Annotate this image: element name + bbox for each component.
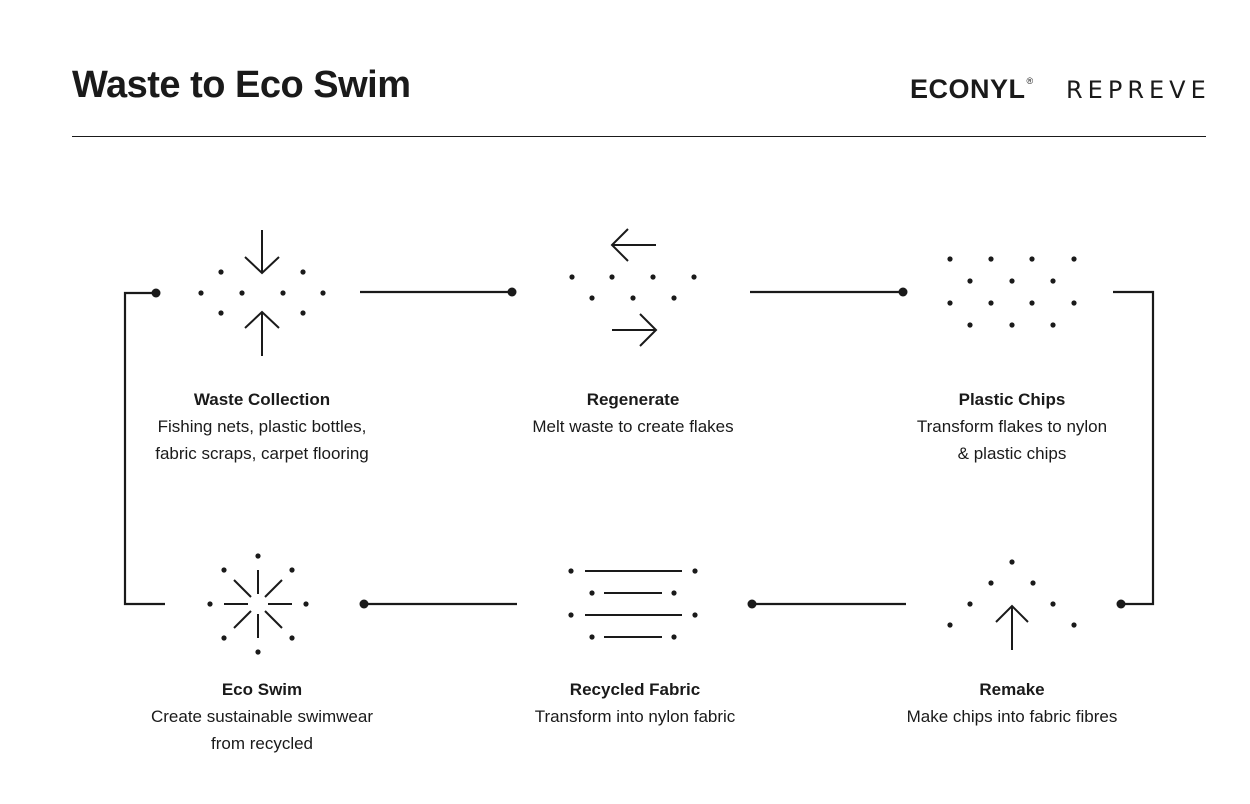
starburst-icon [207, 553, 309, 655]
up-arrow-dots-icon [947, 559, 1077, 650]
connector-waste-to-regenerate [360, 287, 517, 297]
connector-regenerate-to-chips [750, 287, 908, 297]
repreve-logo: REPREVE [1066, 76, 1211, 104]
connector-fabric-to-ecoswim [359, 599, 517, 609]
header-divider [72, 136, 1206, 137]
step-title: Remake [979, 680, 1045, 699]
econyl-logo: ECONYL® [910, 74, 1034, 104]
step-description: Melt waste to create flakes [532, 417, 734, 436]
step-remake: Remake Make chips into fabric fibres [852, 676, 1172, 730]
step-title: Plastic Chips [958, 390, 1066, 409]
step-waste-collection: Waste Collection Fishing nets, plastic b… [102, 386, 422, 467]
step-description: Make chips into fabric fibres [906, 707, 1118, 726]
step-title: Regenerate [586, 390, 680, 409]
converging-arrows-icon [198, 230, 326, 356]
connector-ecoswim-to-waste [123, 288, 165, 606]
step-title: Eco Swim [221, 680, 303, 699]
step-title: Recycled Fabric [569, 680, 701, 699]
fabric-lines-icon [568, 568, 698, 640]
step-title: Waste Collection [193, 390, 331, 409]
dot-grid-icon [947, 256, 1077, 328]
step-description: Transform into nylon fabric [534, 707, 736, 726]
step-description: Create sustainable swimwear from recycle… [150, 707, 374, 753]
step-eco-swim: Eco Swim Create sustainable swimwear fro… [102, 676, 422, 757]
step-plastic-chips: Plastic Chips Transform flakes to nylon … [852, 386, 1172, 467]
page-title: Waste to Eco Swim [72, 64, 411, 106]
connector-chips-to-remake [1113, 290, 1155, 609]
step-description: Transform flakes to nylon & plastic chip… [916, 417, 1108, 463]
step-description: Fishing nets, plastic bottles, fabric sc… [155, 417, 369, 463]
opposing-arrows-icon [569, 228, 697, 347]
connector-remake-to-fabric [747, 599, 906, 609]
step-recycled-fabric: Recycled Fabric Transform into nylon fab… [475, 676, 795, 730]
step-regenerate: Regenerate Melt waste to create flakes [473, 386, 793, 440]
